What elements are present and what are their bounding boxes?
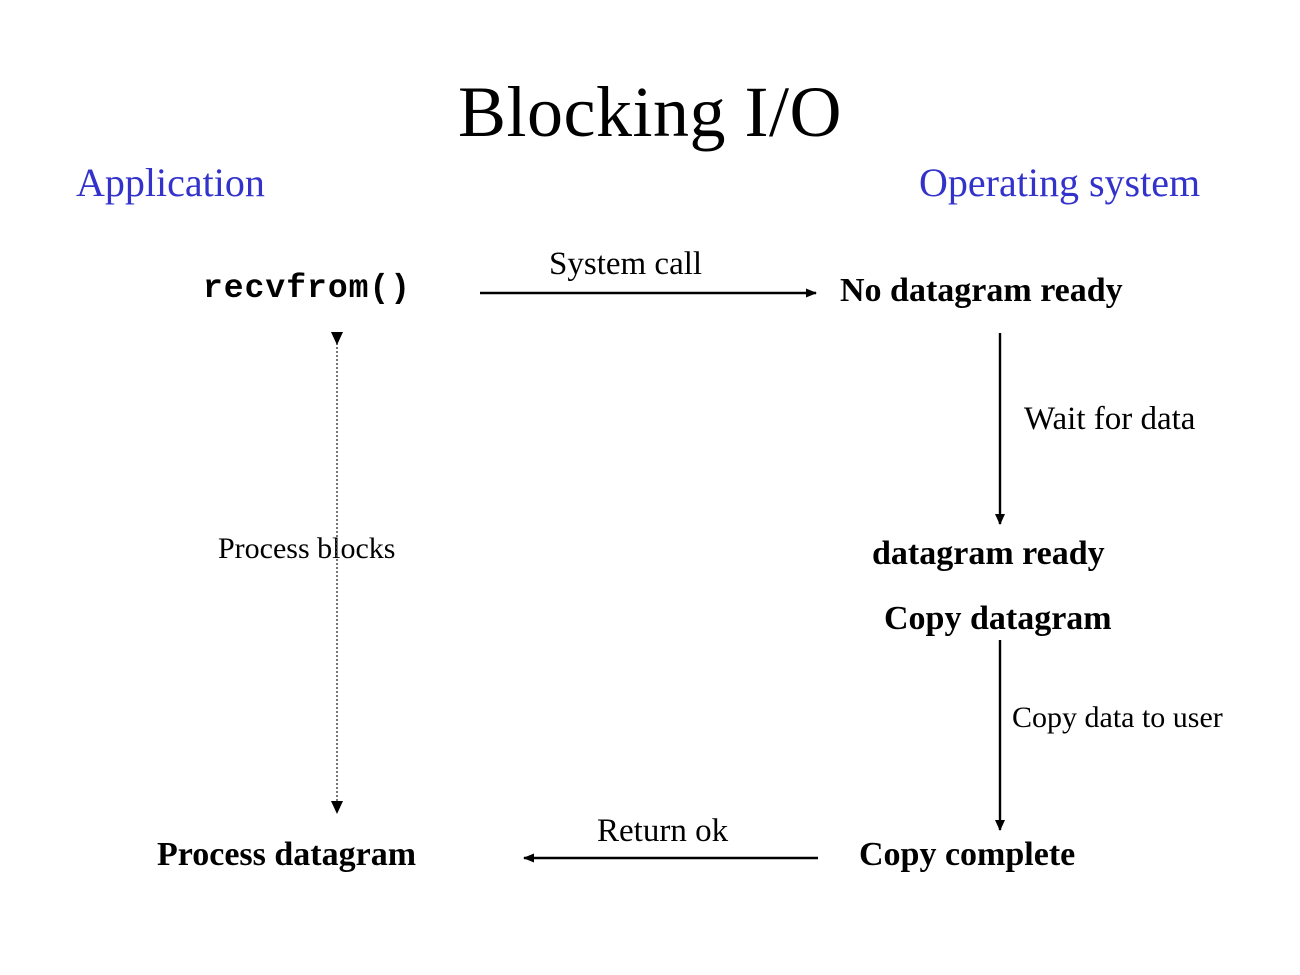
edge-label-system-call: System call (549, 246, 703, 282)
state-copy-datagram: Copy datagram (884, 600, 1112, 637)
column-header-application: Application (76, 160, 265, 205)
column-header-operating-system: Operating system (919, 160, 1201, 205)
state-process-datagram: Process datagram (157, 836, 417, 873)
state-copy-complete: Copy complete (859, 836, 1076, 873)
edge-label-copy-data-to-user: Copy data to user (1012, 701, 1223, 734)
state-datagram-ready: datagram ready (872, 535, 1105, 572)
state-no-datagram-ready: No datagram ready (840, 272, 1123, 309)
edge-label-return-ok: Return ok (597, 813, 729, 849)
edge-label-process-blocks: Process blocks (218, 532, 396, 565)
page-title: Blocking I/O (458, 72, 842, 152)
state-recvfrom: recvfrom() (203, 270, 412, 307)
edge-label-wait-for-data: Wait for data (1024, 401, 1196, 437)
